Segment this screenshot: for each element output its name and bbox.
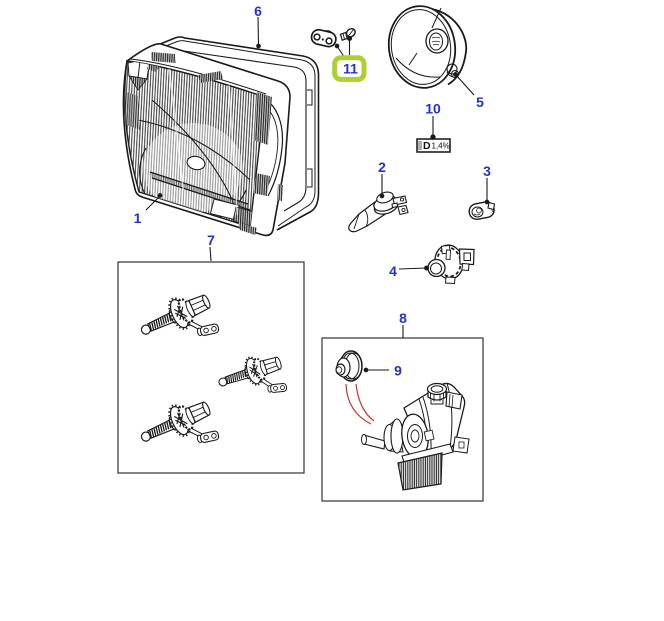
svg-text:7: 7 [207,232,215,248]
svg-text:11: 11 [343,61,358,77]
svg-text:1: 1 [134,210,142,226]
svg-text:9: 9 [394,363,402,379]
svg-text:10: 10 [425,101,441,117]
svg-text:2: 2 [378,159,386,175]
svg-text:D: D [423,140,431,152]
svg-text:5: 5 [476,94,484,110]
svg-text:4: 4 [389,263,397,279]
svg-text:1,4%: 1,4% [432,142,450,151]
svg-text:8: 8 [399,310,407,326]
svg-text:6: 6 [254,3,262,19]
svg-text:3: 3 [483,163,491,179]
